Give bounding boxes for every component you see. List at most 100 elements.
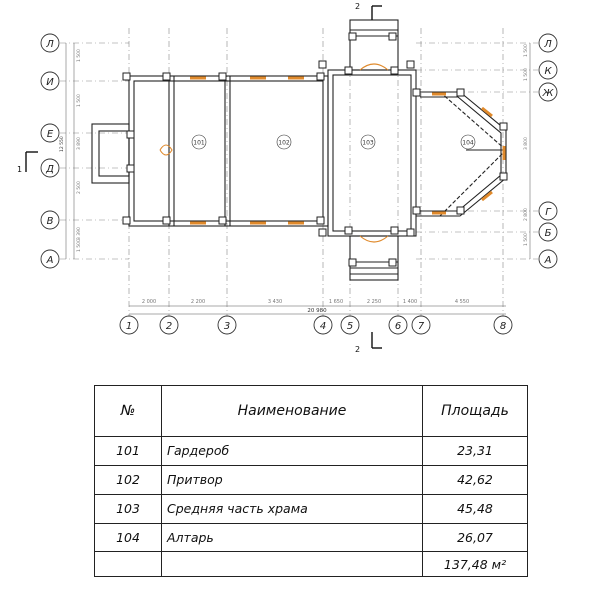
timber-post bbox=[122, 72, 131, 81]
timber-post bbox=[412, 88, 421, 97]
timber-post bbox=[388, 258, 397, 267]
timber-post bbox=[218, 216, 227, 225]
axis-letter-marker: Б bbox=[545, 228, 552, 239]
dimension-label: 1 500 bbox=[76, 94, 82, 107]
table-row: 102 Притвор 42,62 bbox=[94, 464, 528, 495]
room-label-circle bbox=[276, 134, 292, 150]
total-empty-cell bbox=[94, 551, 162, 577]
axis-letter-marker-circle bbox=[40, 71, 60, 91]
timber-post bbox=[388, 32, 397, 41]
dimension-label: 1 500 bbox=[523, 233, 529, 246]
axis-number-marker: 5 bbox=[347, 321, 353, 332]
axis-letter-marker-circle bbox=[40, 123, 60, 143]
axis-letter-marker-circle bbox=[538, 249, 558, 269]
table-row: 103 Средняя часть храма 45,48 bbox=[94, 493, 528, 524]
timber-post bbox=[344, 226, 353, 235]
timber-post bbox=[162, 72, 171, 81]
timber-post bbox=[126, 164, 135, 173]
timber-post bbox=[316, 72, 325, 81]
axis-number-marker: 7 bbox=[418, 321, 425, 332]
axis-letter-marker-circle bbox=[538, 201, 558, 221]
timber-post bbox=[390, 226, 399, 235]
dimension-label: 1 500 bbox=[76, 239, 82, 252]
dimension-label: 1 400 bbox=[403, 299, 417, 305]
axis-letter-marker: Ж bbox=[542, 88, 555, 99]
dimension-label: 4 550 bbox=[455, 299, 469, 305]
axis-letter-marker-circle bbox=[538, 60, 558, 80]
timber-post bbox=[318, 60, 327, 69]
axis-letter-marker: Е bbox=[47, 129, 54, 140]
timber-post bbox=[499, 172, 508, 181]
room-name: Алтарь bbox=[161, 522, 423, 553]
timber-post bbox=[406, 228, 415, 237]
room-number: 103 bbox=[94, 493, 162, 524]
dimension-label: 2 500 bbox=[76, 181, 82, 194]
timber-posts bbox=[122, 32, 508, 267]
axis-letter-marker: А bbox=[544, 255, 552, 266]
building-walls bbox=[91, 19, 507, 281]
room-label-circle bbox=[191, 134, 207, 150]
timber-post bbox=[344, 66, 353, 75]
room-label-circle bbox=[360, 134, 376, 150]
axis-number-marker-circle bbox=[411, 315, 431, 335]
axis-number-marker-circle bbox=[493, 315, 513, 335]
room-area: 23,31 bbox=[422, 436, 528, 466]
axis-letter-marker-circle bbox=[40, 158, 60, 178]
timber-post bbox=[318, 228, 327, 237]
axis-letter-marker-circle bbox=[40, 33, 60, 53]
axis-letter-marker: А bbox=[46, 255, 54, 266]
axis-number-marker: 8 bbox=[500, 321, 506, 332]
timber-post bbox=[412, 206, 421, 215]
axis-number-marker-circle bbox=[313, 315, 333, 335]
axis-letter-marker: Л bbox=[543, 39, 552, 50]
header-number: № bbox=[94, 385, 162, 437]
dimension-label: 1 500 bbox=[76, 49, 82, 62]
timber-post bbox=[348, 258, 357, 267]
axis-number-marker-circle bbox=[340, 315, 360, 335]
axis-number-marker-circle bbox=[217, 315, 237, 335]
axis-letter-marker: Г bbox=[545, 207, 552, 218]
dimension-label: 2 250 bbox=[367, 299, 381, 305]
axis-letter-marker: Д bbox=[45, 164, 54, 175]
room-number: 104 bbox=[94, 522, 162, 553]
axis-number-marker: 1 bbox=[126, 321, 132, 332]
axis-number-marker: 4 bbox=[320, 321, 326, 332]
total-area: 137,48 м² bbox=[422, 551, 528, 577]
timber-post bbox=[218, 72, 227, 81]
axis-letter-marker: В bbox=[47, 216, 54, 227]
axis-number-marker: 6 bbox=[395, 321, 401, 332]
axis-number-marker-circle bbox=[388, 315, 408, 335]
room-number: 102 bbox=[94, 464, 162, 495]
room-label: 101 bbox=[193, 140, 205, 147]
axis-letter-marker: К bbox=[544, 66, 552, 77]
room-area: 42,62 bbox=[422, 464, 528, 495]
room-name: Притвор bbox=[161, 464, 423, 495]
section-mark-label: 1 bbox=[17, 165, 22, 174]
dimension-label: 2 800 bbox=[523, 208, 529, 221]
dimension-label: 3 390 bbox=[76, 227, 82, 240]
table-row: 101 Гардероб 23,31 bbox=[94, 436, 528, 466]
header-name: Наименование bbox=[161, 385, 423, 437]
room-name: Средняя часть храма bbox=[161, 493, 423, 524]
room-area: 26,07 bbox=[422, 522, 528, 553]
room-number: 101 bbox=[94, 436, 162, 466]
timber-post bbox=[126, 130, 135, 139]
dimension-lines bbox=[65, 43, 531, 315]
axis-letter-marker-circle bbox=[538, 222, 558, 242]
timber-post bbox=[348, 32, 357, 41]
dimension-label: 2 200 bbox=[191, 299, 205, 305]
timber-post bbox=[122, 216, 131, 225]
axis-number-marker: 2 bbox=[166, 321, 172, 332]
axis-letter-marker-circle bbox=[538, 82, 558, 102]
table-row: 104 Алтарь 26,07 bbox=[94, 522, 528, 553]
timber-post bbox=[162, 216, 171, 225]
axis-number-marker-circle bbox=[159, 315, 179, 335]
dimension-total: 20 980 bbox=[307, 308, 327, 314]
room-label: 104 bbox=[462, 140, 474, 147]
dimension-label: 3 430 bbox=[268, 299, 282, 305]
window-openings bbox=[190, 76, 506, 225]
timber-post bbox=[456, 88, 465, 97]
